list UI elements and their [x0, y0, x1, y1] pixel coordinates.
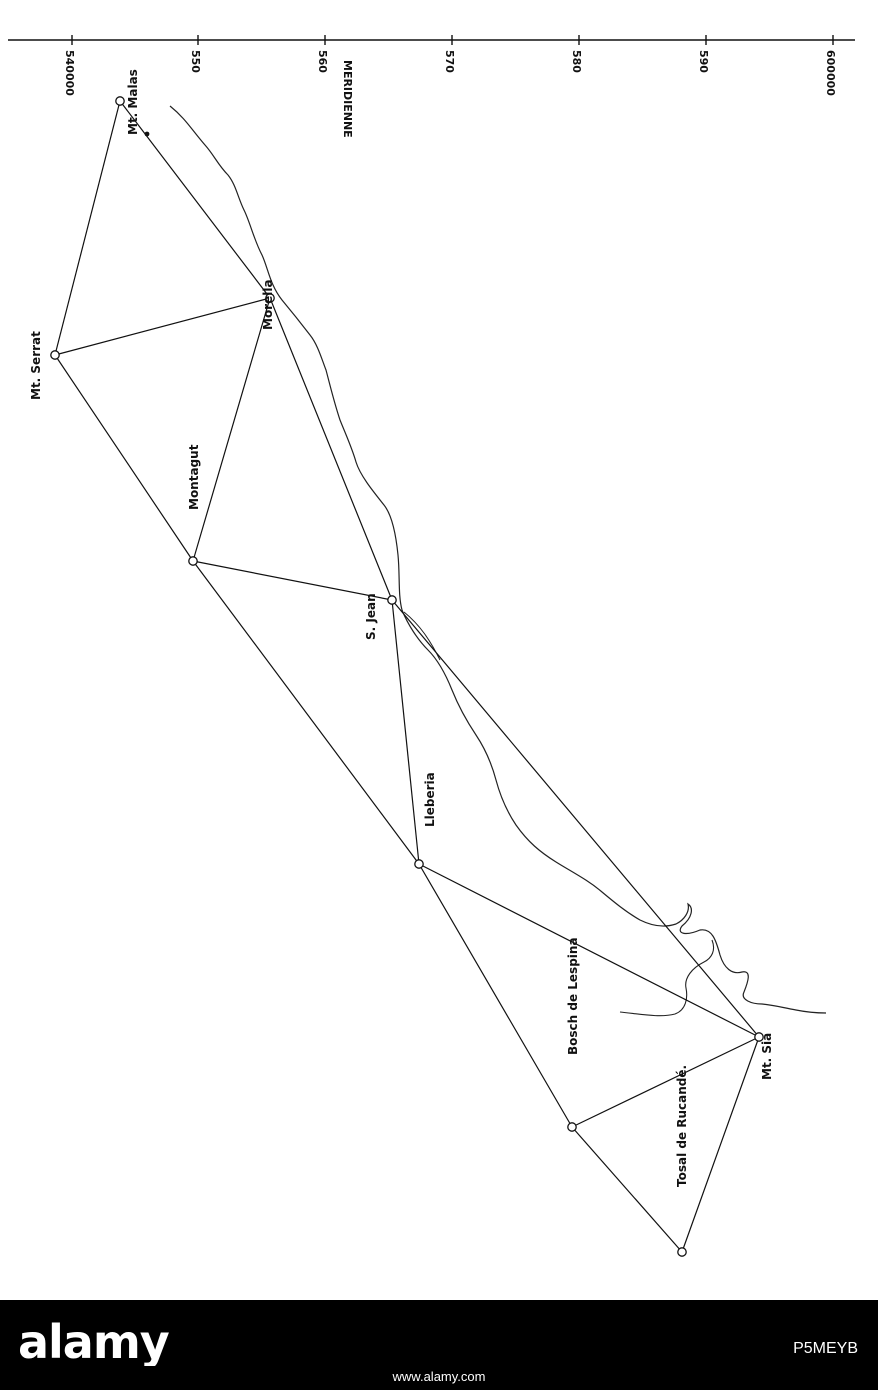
link-morella-s-jean: [269, 297, 393, 601]
axis-tick-label: 580: [570, 50, 583, 73]
label-mt-sia: Mt. Sia: [760, 1033, 774, 1080]
link-lleberia-mt-sia: [418, 863, 760, 1038]
coastline: [169, 105, 827, 1014]
link-mt-malas-morella: [119, 100, 271, 299]
label-s-jean: S. Jean: [364, 593, 378, 640]
link-montagut-s-jean: [192, 560, 393, 601]
station-mt-serrat: [50, 350, 60, 360]
alamy-logo: alamy: [18, 1315, 170, 1369]
axis-tick-label: 540000: [63, 50, 76, 96]
coast-detail: [403, 611, 441, 661]
station-bosch-de-lespina: [567, 1122, 577, 1132]
axis-title: MERIDIENNE: [341, 60, 354, 138]
station-morella: [265, 293, 275, 303]
label-lleberia: Lleberia: [423, 772, 437, 827]
station-mt-malas: [115, 96, 125, 106]
link-mt-serrat-morella: [54, 297, 271, 356]
axis-title-group: MERIDIENNE: [341, 60, 354, 138]
link-montagut-lleberia: [192, 560, 420, 865]
station-lleberia: [414, 859, 424, 869]
label-tosal-de-rucande: Tosal de Rucandé.: [675, 1065, 689, 1187]
label-bosch-de-lespina: Bosch de Lespina: [566, 937, 580, 1055]
malas-dot: [144, 131, 150, 137]
link-s-jean-lleberia: [391, 599, 420, 865]
triangulation-map: 540000 550 560 570 580 590 600000 MERIDIENNE M…: [8, 35, 855, 1257]
link-s-jean-mt-sia: [391, 599, 760, 1038]
axis-tick-label: 560: [316, 50, 329, 73]
station-montagut: [188, 556, 198, 566]
link-lleberia-bosch-de-lespina: [418, 863, 573, 1128]
watermark-url: www.alamy.com: [0, 1366, 878, 1390]
axis-tick-label: 550: [189, 50, 202, 73]
link-mt-sia-tosal-de-rucande: [681, 1036, 760, 1253]
link-mt-serrat-montagut: [54, 354, 194, 562]
link-morella-montagut: [192, 297, 271, 562]
link-bosch-de-lespina-tosal-de-rucande: [571, 1126, 683, 1253]
axis-tick-label: 600000: [824, 50, 837, 96]
axis-ticks: 540000 550 560 570 580 590 600000: [63, 35, 837, 96]
label-morella: Morella: [261, 279, 275, 330]
link-mt-malas-mt-serrat: [54, 100, 121, 356]
station-tosal-de-rucande: [677, 1247, 687, 1257]
station-s-jean: [387, 595, 397, 605]
label-mt-serrat: Mt. Serrat: [29, 331, 43, 400]
label-mt-malas: Mt. Malas: [126, 69, 140, 135]
label-montagut: Montagut: [187, 444, 201, 510]
station-mt-sia: [754, 1032, 764, 1042]
link-bosch-de-lespina-mt-sia: [571, 1036, 760, 1128]
axis-tick-label: 570: [443, 50, 456, 73]
image-code: P5MEYB: [793, 1340, 858, 1357]
axis-tick-label: 590: [697, 50, 710, 73]
river: [619, 939, 715, 1017]
triangulation-links: [54, 100, 760, 1253]
